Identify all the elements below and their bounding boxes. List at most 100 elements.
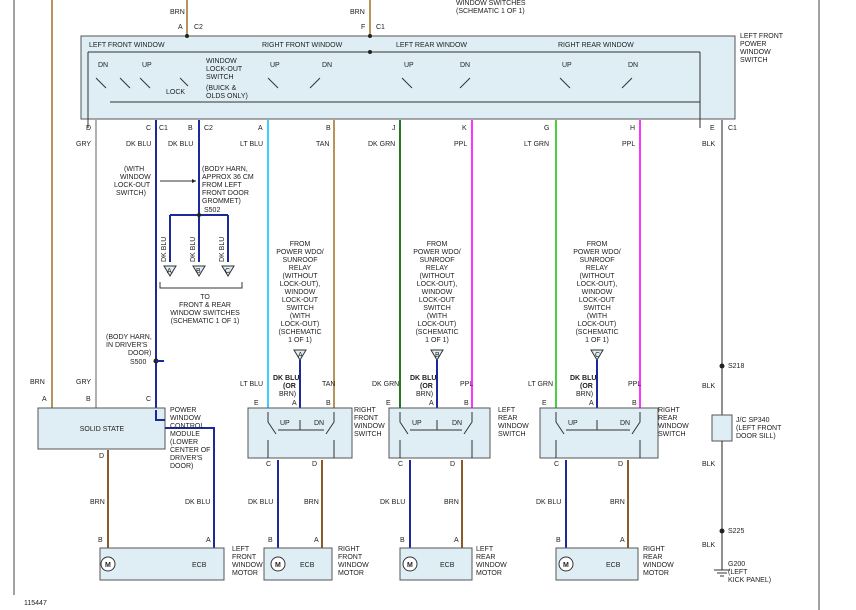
module-name-7: DRIVER'S: [170, 455, 203, 462]
pin-d: D: [86, 125, 91, 132]
to-2: FRONT & REAR: [179, 302, 231, 309]
relay-letter-rr: C: [595, 352, 600, 359]
motor-icon-rf: [270, 556, 286, 572]
lr-contacts: [401, 77, 471, 89]
relay-note-rr-8: SWITCH: [583, 305, 611, 312]
module-brn: BRN: [30, 379, 45, 386]
wire-ppl-2: PPL: [622, 141, 635, 148]
branch-letter-c: C: [225, 268, 230, 275]
motor-name-lr-3: MOTOR: [476, 570, 502, 577]
to-3: WINDOW SWITCHES: [170, 310, 240, 317]
sw-wire-l-rf: LT BLU: [240, 381, 263, 388]
sw-pin-b-lr: B: [464, 400, 469, 407]
switch-box-rr: [539, 407, 659, 459]
motor-name-lf-2: WINDOW: [232, 562, 263, 569]
brn-label-top-right: BRN: [350, 9, 365, 16]
rf-contacts: [267, 77, 321, 89]
motor-pin-b-rf: B: [268, 537, 273, 544]
module-name-3: CONTROL: [170, 423, 204, 430]
relay-note-lr-8: SWITCH: [423, 305, 451, 312]
figure-id: 115447: [24, 600, 47, 607]
sw-name-rr-2: WINDOW: [658, 423, 689, 430]
module-pin-c: C: [146, 396, 151, 403]
module-name-2: WINDOW: [170, 415, 201, 422]
power-window-control-module: BRN GRY A B C SOLID STATE D BRN DK BLU P…: [30, 379, 215, 548]
relay-letter-lr: B: [435, 352, 440, 359]
relay-note-rr-2: SUNROOF: [580, 257, 615, 264]
relay-note-rf-2: SUNROOF: [283, 257, 318, 264]
schematic-ref-top: (SCHEMATIC 1 OF 1): [456, 8, 525, 15]
rr-contacts: [559, 77, 633, 89]
lr-up: UP: [404, 62, 414, 69]
sw-name-lr-3: SWITCH: [498, 431, 526, 438]
sw-name-rr-3: SWITCH: [658, 431, 686, 438]
pin-c: C: [146, 125, 151, 132]
motor-name-lf-1: FRONT: [232, 554, 257, 561]
master-name-4: SWITCH: [740, 57, 768, 64]
relay-note-rr-11: (SCHEMATIC: [575, 329, 618, 336]
relay-triangle-rf: [293, 349, 307, 361]
motor-ecb-rf: ECB: [300, 562, 315, 569]
s225-label: S225: [728, 528, 744, 535]
with-lockout-1: (WITH: [124, 166, 144, 173]
wire-blk: BLK: [702, 141, 716, 148]
internal-bus: [87, 51, 701, 128]
pin-e: E: [710, 125, 715, 132]
lock-contact: [179, 77, 189, 87]
sw-up-lr: UP: [412, 420, 422, 427]
rf-dn: DN: [322, 62, 332, 69]
to-1: TO: [200, 294, 210, 301]
master-switch-box: [80, 35, 736, 120]
branch-wire-a: DK BLU: [161, 237, 168, 262]
relay-dkblu-lr: DK BLU: [410, 375, 436, 382]
blk-1: BLK: [702, 383, 716, 390]
body-harn-5: GROMMET): [202, 198, 241, 205]
sw-name-rf-0: RIGHT: [354, 407, 377, 414]
with-lockout-3: LOCK-OUT: [114, 182, 151, 189]
sw-name-lr-1: REAR: [498, 415, 517, 422]
relay-note-rr-7: LOCK-OUT: [579, 297, 616, 304]
node-c1: [368, 34, 372, 38]
master-name-1: LEFT FRONT: [740, 33, 784, 40]
node-c2: [185, 34, 189, 38]
module-pin-a: A: [42, 396, 47, 403]
drivers-door-3: DOOR): [128, 350, 151, 357]
motor-pin-a-lr: A: [454, 537, 459, 544]
to-4: (SCHEMATIC 1 OF 1): [171, 318, 240, 325]
motor-name-lf-0: LEFT: [232, 546, 250, 553]
sw-dn-lr: DN: [452, 420, 462, 427]
sw-pin-c-rf: C: [266, 461, 271, 468]
relay-note-rf-11: (SCHEMATIC: [278, 329, 321, 336]
with-lockout-2: WINDOW: [120, 174, 151, 181]
g200-1: G200: [728, 561, 745, 568]
motor-name-lr-0: LEFT: [476, 546, 494, 553]
sw-pin-a-rf: A: [292, 400, 297, 407]
relay-note-lr-3: RELAY: [426, 265, 449, 272]
sw-name-rf-2: WINDOW: [354, 423, 385, 430]
branch-wire-b: DK BLU: [190, 237, 197, 262]
section-right-rear: RIGHT REAR WINDOW: [558, 42, 634, 49]
conn-c2-top: C2: [194, 24, 203, 31]
body-harn-4: FRONT DOOR: [202, 190, 249, 197]
sw-wire-l-rr: LT GRN: [528, 381, 553, 388]
sw-wire-l-lr: DK GRN: [372, 381, 399, 388]
motor-pin-b-lf: B: [98, 537, 103, 544]
relay-note-rf-7: LOCK-OUT: [282, 297, 319, 304]
module-dkblu-out: [165, 427, 215, 548]
pin-b: B: [188, 125, 193, 132]
lf-up: UP: [142, 62, 152, 69]
sw-pin-d-rf: D: [312, 461, 317, 468]
motor-m-lr: M: [407, 562, 413, 569]
branch-letter-b: B: [196, 268, 201, 275]
solid-state-label: SOLID STATE: [80, 426, 125, 433]
conn-c2-b: C2: [204, 125, 213, 132]
relay-note-rf-1: POWER WDO/: [276, 249, 323, 256]
section-right-front: RIGHT FRONT WINDOW: [262, 42, 343, 49]
motor-pin-a-rr: A: [620, 537, 625, 544]
lockout-1: WINDOW: [206, 58, 237, 65]
note-arrowhead: [192, 179, 196, 183]
relay-note-rr-4: (WITHOUT: [580, 273, 616, 280]
wire-ltblu: LT BLU: [240, 141, 263, 148]
motor-name-rr-1: REAR: [643, 554, 662, 561]
